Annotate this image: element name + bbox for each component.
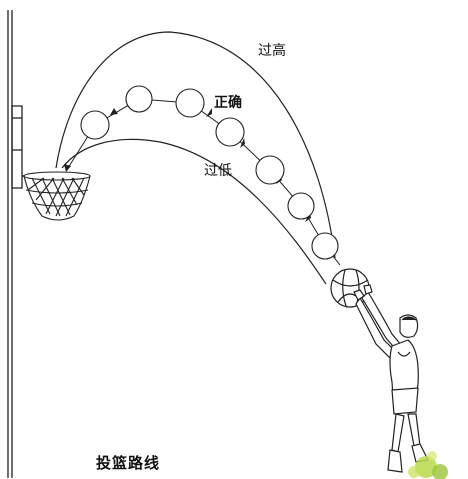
trajectory-balls bbox=[81, 86, 338, 259]
backboard-pole bbox=[8, 10, 12, 478]
trajectory-too-high bbox=[56, 32, 335, 258]
hoop-net bbox=[24, 176, 90, 220]
label-too-high: 过高 bbox=[258, 43, 286, 59]
shooter-figure bbox=[354, 285, 428, 472]
trajectory-ball bbox=[216, 118, 244, 146]
label-correct: 正确 bbox=[214, 95, 242, 111]
watermark-splash bbox=[408, 451, 448, 479]
hoop-rim bbox=[24, 172, 90, 180]
diagram-caption: 投篮路线 bbox=[96, 454, 161, 472]
basketball-hoop bbox=[22, 172, 90, 220]
trajectory-ball bbox=[256, 156, 284, 184]
trajectory-ball bbox=[81, 111, 109, 139]
trajectory-too-low bbox=[62, 139, 326, 284]
backboard-bracket bbox=[12, 106, 22, 188]
trajectory-ball bbox=[312, 233, 338, 259]
label-too-low: 过低 bbox=[204, 163, 232, 179]
trajectory-ball bbox=[126, 86, 152, 112]
trajectory-ball bbox=[176, 89, 204, 117]
trajectory-ball bbox=[288, 193, 314, 219]
